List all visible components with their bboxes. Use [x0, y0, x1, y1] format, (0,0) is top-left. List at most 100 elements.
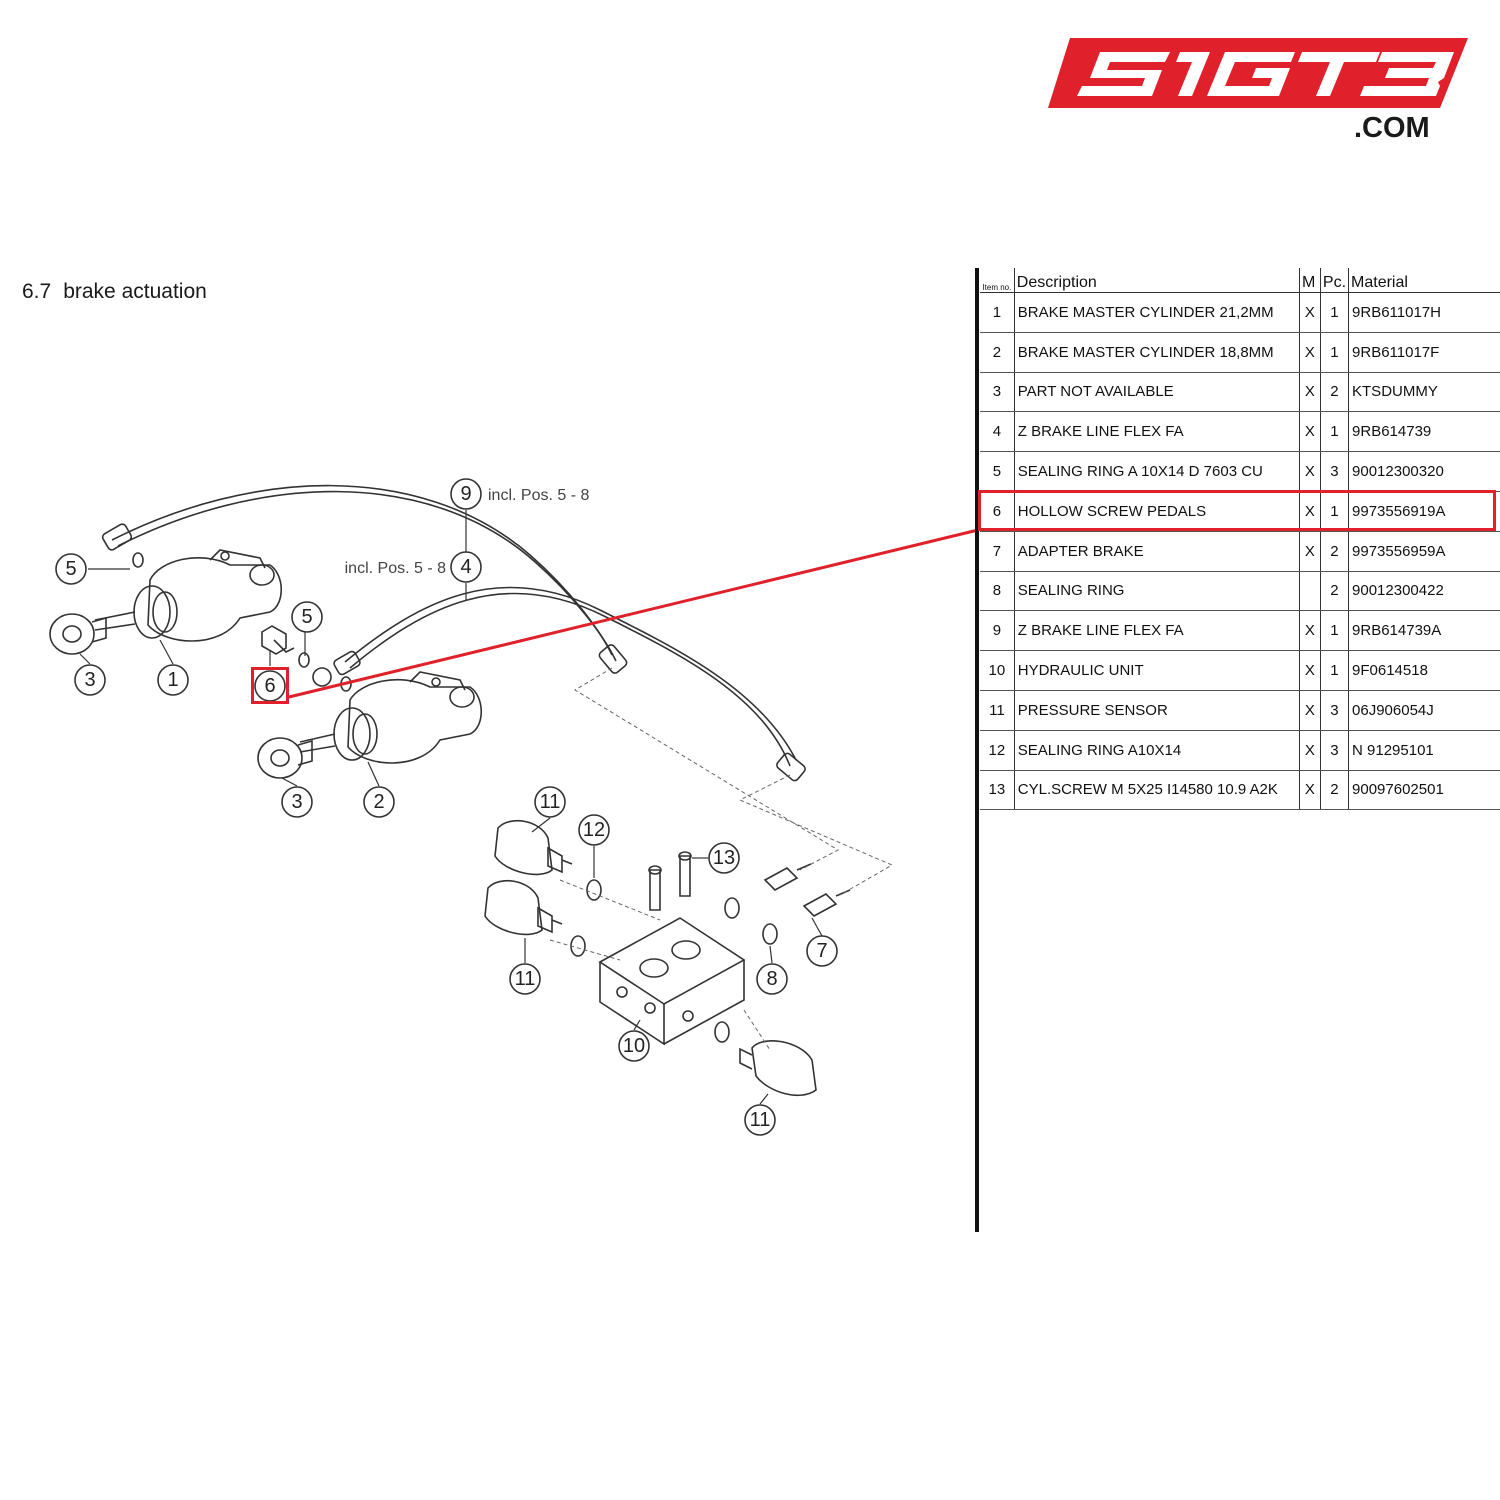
callout-label: 6 [264, 675, 275, 697]
cell-pc: 1 [1319, 411, 1349, 453]
cell-description: CYL.SCREW M 5X25 I14580 10.9 A2K [1013, 770, 1300, 811]
cell-m: X [1298, 531, 1321, 572]
cell-description: Z BRAKE LINE FLEX FA [1013, 411, 1300, 453]
callout-11-b [509, 963, 541, 995]
hollow-screw-6 [261, 625, 295, 655]
highlight-row-6 [978, 490, 1496, 531]
screw-13-a [649, 869, 661, 911]
cell-description: HYDRAULIC UNIT [1013, 650, 1300, 691]
adapter-7-a [763, 863, 812, 891]
cell-item: 5 [980, 451, 1015, 492]
sealing-ring-12-a [586, 879, 602, 901]
sealing-ring-8-b [762, 923, 778, 945]
callout-2 [363, 786, 395, 818]
callout-3-b [281, 786, 313, 818]
hydraulic-unit-10 [598, 917, 746, 1046]
sealing-ring-12-b [570, 935, 586, 957]
cell-description: ADAPTER BRAKE [1013, 531, 1300, 572]
cell-item: 4 [980, 411, 1015, 453]
cell-m: X [1298, 690, 1321, 731]
highlight-callout-6 [251, 667, 289, 704]
cell-material: 90012300320 [1348, 451, 1500, 492]
callout-label: 3 [291, 791, 302, 813]
section-number: 6.7 [22, 280, 52, 303]
header-item-no: Item no. [980, 268, 1015, 293]
cell-pc: 2 [1319, 531, 1349, 572]
logo-lettering [1077, 52, 1454, 96]
cell-item: 8 [980, 571, 1015, 612]
callout-label: 12 [583, 819, 605, 841]
cell-item: 3 [980, 372, 1015, 413]
callout-label: 11 [750, 1109, 771, 1131]
cell-description: BRAKE MASTER CYLINDER 21,2MM [1013, 292, 1300, 333]
cell-description: SEALING RING A10X14 [1013, 730, 1300, 771]
callout-label: 2 [373, 791, 384, 813]
cell-material: 06J906054J [1348, 690, 1500, 731]
cell-description: PRESSURE SENSOR [1013, 690, 1300, 731]
cell-material: 9973556919A [1348, 491, 1500, 532]
cell-item: 10 [980, 650, 1015, 691]
cell-description: SEALING RING [1013, 571, 1300, 612]
cell-description: HOLLOW SCREW PEDALS [1013, 491, 1300, 532]
cell-pc: 1 [1319, 332, 1349, 373]
callout-9 [450, 478, 482, 510]
callout-label: 3 [84, 669, 95, 691]
callout-label: 5 [65, 558, 76, 580]
callout-3-a [74, 664, 106, 696]
callout-label: 7 [816, 940, 827, 962]
sigt3-logo [1048, 38, 1468, 108]
callout-5-a [55, 553, 87, 585]
cell-item: 12 [980, 730, 1015, 771]
cell-m: X [1298, 292, 1321, 333]
cell-pc: 2 [1319, 770, 1349, 811]
callout-7 [806, 935, 838, 967]
cell-material: 9RB614739 [1348, 411, 1500, 453]
master-cylinder-2 [257, 671, 482, 779]
master-cylinder-1 [49, 549, 282, 655]
cell-m: X [1298, 451, 1321, 492]
cell-item: 11 [980, 690, 1015, 731]
cell-pc: 1 [1319, 292, 1349, 333]
callout-10 [618, 1030, 650, 1062]
callout-label: 10 [623, 1035, 645, 1057]
screw-13-b [679, 855, 691, 897]
callout-12 [578, 814, 610, 846]
callout-label: 5 [301, 606, 312, 628]
cell-description: PART NOT AVAILABLE [1013, 372, 1300, 413]
cell-material: 9RB611017F [1348, 332, 1500, 373]
cell-item: 9 [980, 610, 1015, 652]
cell-m: X [1298, 650, 1321, 691]
sealing-ring-12-c [714, 1021, 730, 1043]
table-left-rule [975, 268, 979, 1232]
cell-pc: 2 [1319, 372, 1349, 413]
callout-label: 1 [167, 669, 178, 691]
callout-label: 4 [460, 556, 471, 578]
exploded-parts-diagram: 5 5 3 1 6 3 2 9 4 11 12 13 7 8 11 10 11 … [49, 478, 894, 1136]
cell-item: 7 [980, 531, 1015, 572]
callout-label: 8 [766, 968, 777, 990]
cell-pc: 3 [1319, 730, 1349, 771]
header-m: M [1298, 268, 1321, 293]
cell-material: 90012300422 [1348, 571, 1500, 612]
header-material: Material [1348, 268, 1500, 293]
cell-pc: 3 [1319, 451, 1349, 492]
callout-8 [756, 963, 788, 995]
header-pc: Pc. [1319, 268, 1349, 293]
callout-label: 9 [460, 483, 471, 505]
cell-m: X [1298, 411, 1321, 453]
